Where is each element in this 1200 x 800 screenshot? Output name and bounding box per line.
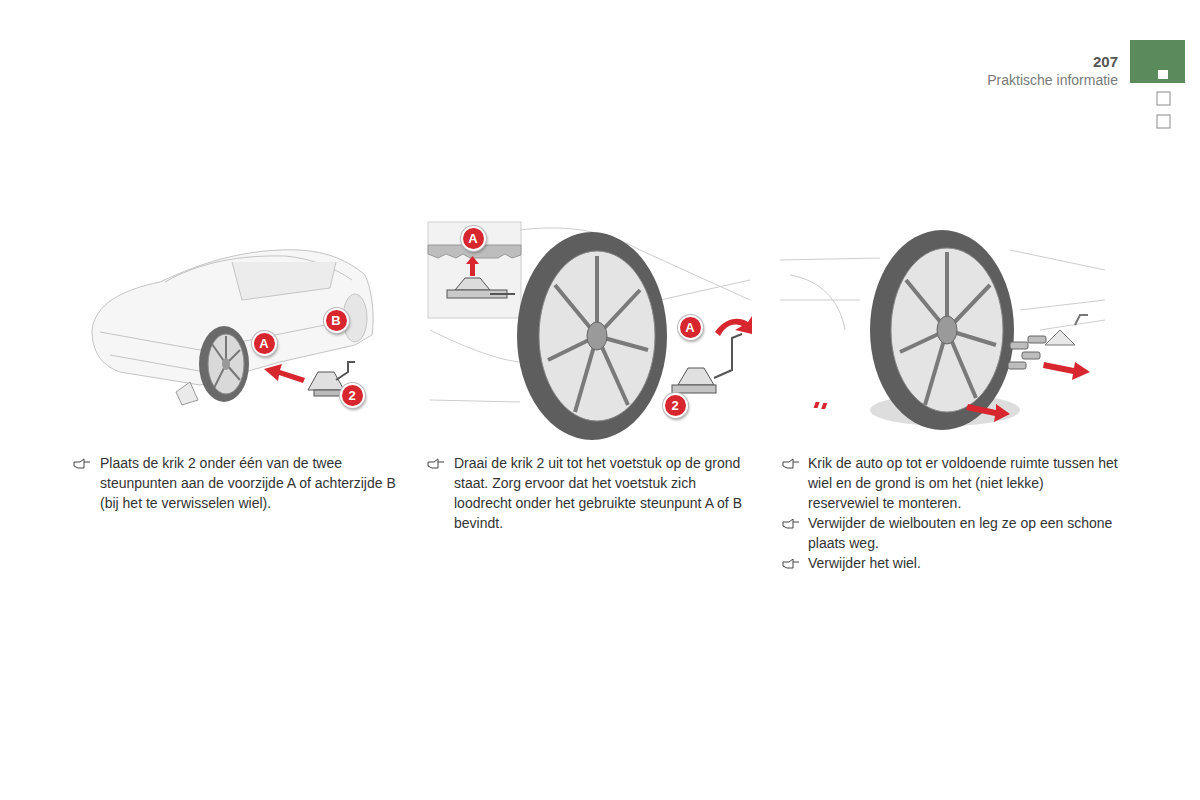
instruction-step: Verwijder het wiel. xyxy=(808,553,1118,573)
jack-illustration xyxy=(672,334,742,393)
instruction-step: Krik de auto op tot er voldoende ruimte … xyxy=(808,453,1118,513)
tab-marker xyxy=(1158,70,1168,79)
wheel-illustration xyxy=(517,232,667,440)
callout-letter: 2 xyxy=(340,383,365,408)
callout-text: B xyxy=(331,314,340,327)
removal-arrow xyxy=(1043,362,1090,380)
direction-arrow xyxy=(264,364,305,383)
wheel-illustration xyxy=(870,230,1014,430)
page-header-text: 207 xyxy=(1050,52,1118,72)
jack-illustration xyxy=(1045,315,1088,345)
instruction-step: Verwijder de wielbouten en leg ze op een… xyxy=(808,513,1118,553)
callout-text: 2 xyxy=(671,399,678,412)
callout-letter: A xyxy=(252,331,277,356)
callout-letter: 2 xyxy=(663,393,688,418)
rotation-arrow xyxy=(715,316,752,336)
wheel-chock xyxy=(176,382,198,405)
callout-letter: B xyxy=(324,308,349,333)
instruction-step: Plaats de krik 2 onder één van de twee s… xyxy=(100,453,400,513)
removal-arrow xyxy=(814,402,1010,422)
callout-text: A xyxy=(685,321,694,334)
front-wheel xyxy=(199,326,249,402)
page-header-text: Praktische informatie xyxy=(918,70,1118,90)
tab-box xyxy=(1157,92,1170,105)
callout-text: A xyxy=(259,337,268,350)
chapter-tab xyxy=(1130,40,1185,83)
wheel-bolts xyxy=(1008,336,1046,369)
callout-letter: A xyxy=(461,226,486,251)
callout-letter: A xyxy=(678,315,703,340)
instruction-step: Draai de krik 2 uit tot het voetstuk op … xyxy=(454,453,754,533)
callout-text: 2 xyxy=(348,389,355,402)
jack-inset xyxy=(428,222,521,318)
tab-box xyxy=(1157,115,1170,128)
callout-text: A xyxy=(468,232,477,245)
